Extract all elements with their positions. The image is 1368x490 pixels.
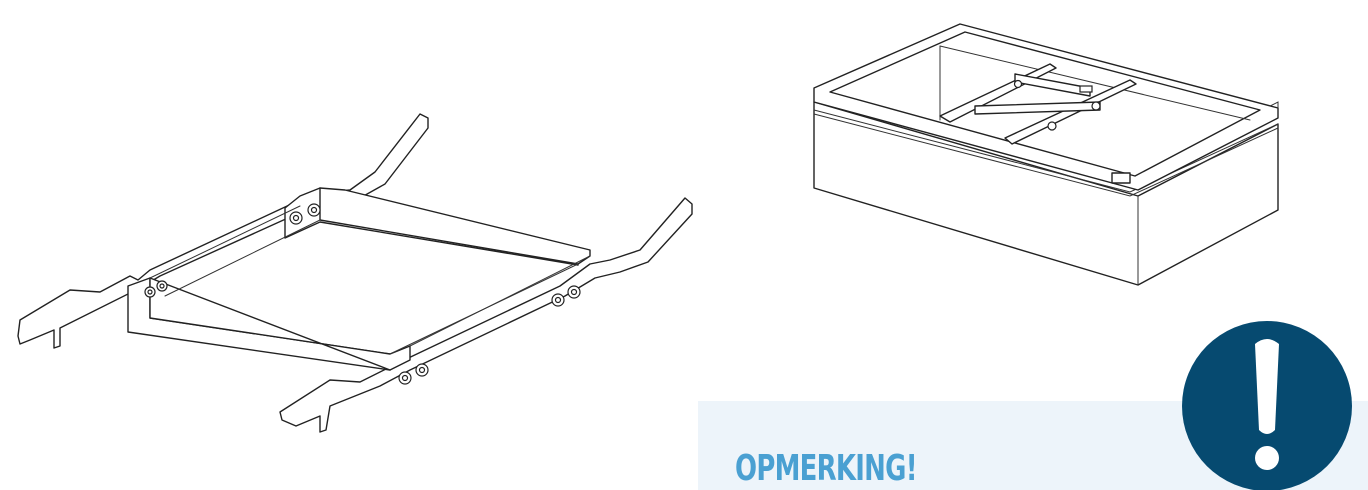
mounting-frame-drawing [17, 113, 693, 433]
frame-front-rail [279, 197, 693, 433]
frame-back-rail [17, 113, 429, 349]
exclamation-circle-icon [1181, 320, 1353, 490]
frame-cross-plate-top-face [319, 187, 591, 265]
mounted-bolt [1091, 101, 1101, 111]
bolt-core [401, 374, 409, 382]
box-lid-seam [813, 113, 1279, 197]
frame-inner-line-2 [164, 219, 321, 297]
box-lid-seam-2 [813, 109, 1279, 193]
bolt-core [292, 214, 300, 222]
mounted-bolt [1013, 79, 1023, 89]
enclosure-box-drawing [813, 23, 1279, 286]
bolt-core [159, 283, 165, 289]
frame-cross-plate-left-top [149, 277, 411, 371]
box-label-plate [1111, 172, 1131, 184]
bolt-core [554, 296, 562, 304]
box-inner-edge [939, 45, 1251, 121]
mounted-frame-cross-2 [1014, 73, 1091, 97]
note-title: OPMERKING! [735, 448, 918, 489]
box-corner-lip [1269, 101, 1279, 109]
exclamation-bar [1255, 339, 1279, 434]
bolt-core [570, 288, 578, 296]
frame-inner-line-4 [409, 255, 591, 347]
bolts [144, 203, 581, 385]
mounted-clip [1079, 85, 1093, 93]
bolt-core [418, 366, 426, 374]
exclamation-dot [1255, 446, 1279, 470]
bolt-core [310, 206, 318, 214]
bolt-core [147, 289, 153, 295]
mounted-bolt [1047, 121, 1057, 131]
mounted-frame-rail-2 [1004, 79, 1137, 145]
frame-inner-line-1 [149, 205, 301, 279]
mounted-frame-cross-1 [974, 101, 1101, 115]
